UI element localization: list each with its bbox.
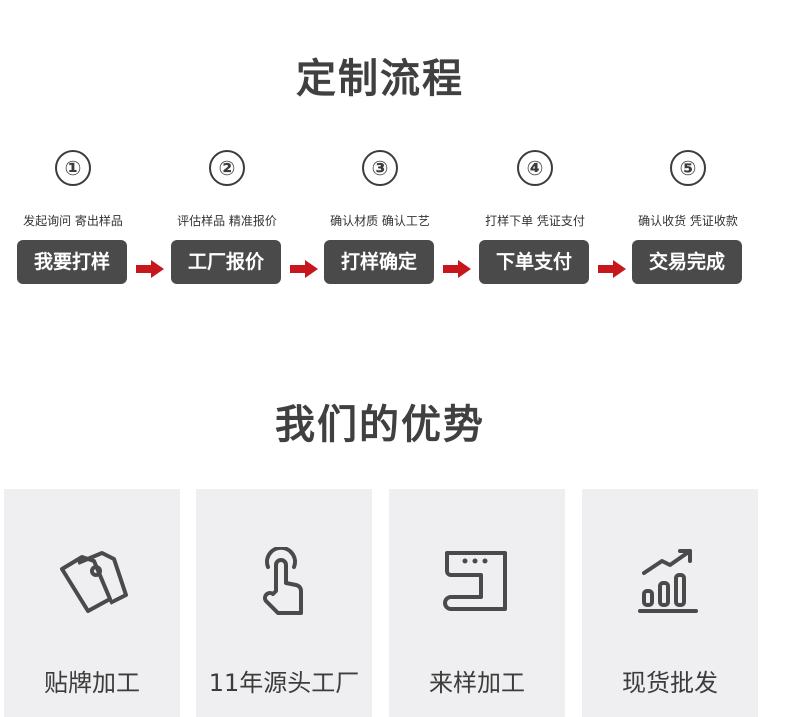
- step-number: ④: [517, 150, 553, 186]
- arrow-right-icon: [136, 260, 164, 278]
- sewing-machine-icon: [443, 551, 507, 611]
- step-label-button[interactable]: 下单支付: [479, 240, 589, 284]
- step-number: ②: [209, 150, 245, 186]
- step-description: 确认材质 确认工艺: [330, 214, 430, 228]
- step-label-button[interactable]: 工厂报价: [171, 240, 281, 284]
- advantage-card-factory: 11年源头工厂: [196, 489, 372, 717]
- process-step-4: ④ 打样下单 凭证支付 下单支付: [479, 150, 591, 284]
- step-description: 发起询问 寄出样品: [23, 214, 123, 228]
- step-number: ⑤: [670, 150, 706, 186]
- advantage-card-oem: 贴牌加工: [4, 489, 180, 717]
- tag-icon: [60, 551, 128, 613]
- step-label-button[interactable]: 交易完成: [632, 240, 742, 284]
- step-description: 评估样品 精准报价: [177, 214, 277, 228]
- step-label-button[interactable]: 我要打样: [17, 240, 127, 284]
- advantage-label: 现货批发: [622, 669, 718, 697]
- step-number: ③: [362, 150, 398, 186]
- step-number: ①: [55, 150, 91, 186]
- process-step-2: ② 评估样品 精准报价 工厂报价: [171, 150, 283, 284]
- arrow-right-icon: [290, 260, 318, 278]
- arrow-right-icon: [598, 260, 626, 278]
- process-title: 定制流程: [296, 56, 464, 102]
- hand-pointer-icon: [263, 547, 303, 615]
- advantage-card-sample: 来样加工: [389, 489, 565, 717]
- step-label-button[interactable]: 打样确定: [324, 240, 434, 284]
- advantage-card-wholesale: 现货批发: [582, 489, 758, 717]
- process-step-1: ① 发起询问 寄出样品 我要打样: [17, 150, 129, 284]
- process-step-5: ⑤ 确认收货 凭证收款 交易完成: [632, 150, 744, 284]
- arrow-right-icon: [443, 260, 471, 278]
- advantage-label: 贴牌加工: [44, 669, 140, 697]
- advantages-title: 我们的优势: [275, 402, 485, 448]
- step-description: 打样下单 凭证支付: [485, 214, 585, 228]
- advantage-label: 来样加工: [429, 669, 525, 697]
- bar-chart-growth-icon: [638, 549, 698, 613]
- step-description: 确认收货 凭证收款: [638, 214, 738, 228]
- advantage-label: 11年源头工厂: [208, 669, 360, 697]
- process-step-3: ③ 确认材质 确认工艺 打样确定: [324, 150, 436, 284]
